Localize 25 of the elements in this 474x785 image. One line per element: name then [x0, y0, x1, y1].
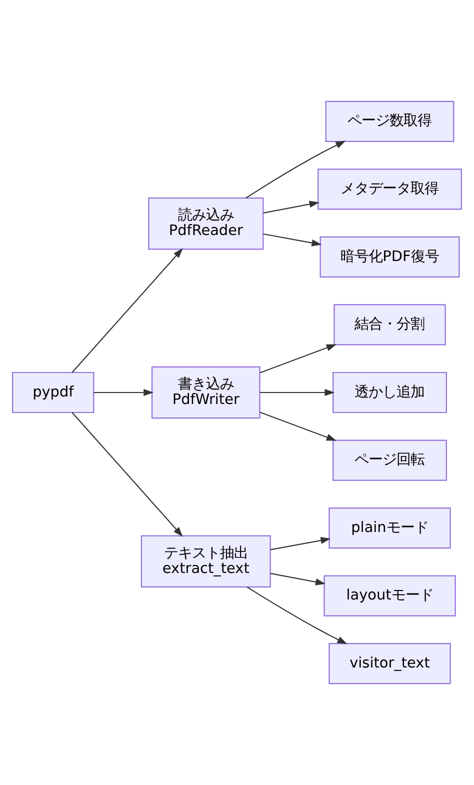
node-box: 透かし追加	[332, 372, 447, 414]
arrow	[270, 537, 331, 550]
node-box: 書き込み PdfWriter	[151, 366, 260, 419]
node-box: visitor_text	[328, 643, 451, 684]
arrow	[270, 572, 326, 586]
arrow	[263, 200, 320, 214]
arrow	[72, 248, 183, 373]
node-box: テキスト抽出 extract_text	[140, 535, 271, 588]
node-box: layoutモード	[324, 575, 456, 616]
arrow	[94, 389, 154, 396]
node-box: pypdf	[12, 372, 94, 414]
arrow	[260, 344, 336, 374]
node-box: plainモード	[328, 507, 451, 549]
arrow	[246, 140, 346, 198]
node-box: 暗号化PDF復号	[320, 236, 460, 278]
node-box: ページ数取得	[325, 100, 454, 142]
arrow	[260, 389, 335, 396]
arrow	[246, 586, 348, 644]
node-box: メタデータ取得	[318, 168, 462, 210]
node-box: ページ回転	[332, 440, 447, 481]
arrow	[260, 412, 336, 441]
arrow	[263, 233, 322, 246]
arrow	[72, 412, 183, 537]
node-box: 結合・分割	[334, 304, 446, 346]
node-box: 読み込み PdfReader	[148, 198, 264, 250]
